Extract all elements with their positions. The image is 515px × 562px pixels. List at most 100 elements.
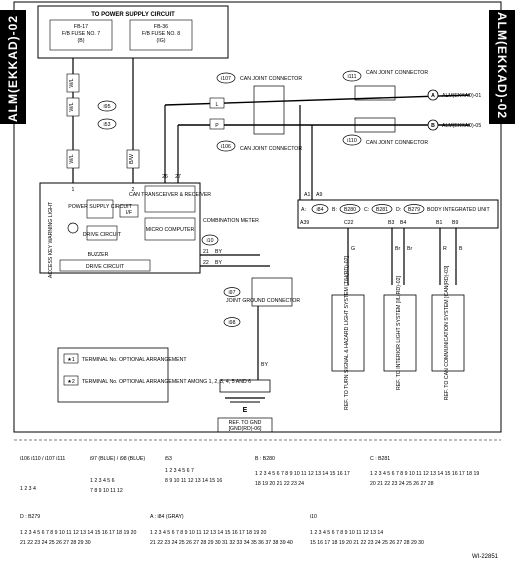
conn-i97: i97 [229,290,236,296]
ref-gnd-line1: REF. TO GND [229,420,262,426]
footer-connectors: i106 i110 / i107 i111 1 2 3 4 i97 (BLUE)… [20,456,479,546]
body-integrated-unit-box [297,199,499,229]
svg-text:B: B [431,123,435,129]
conn-b280: B280 [344,207,356,213]
conn-i110: i110 [347,138,357,144]
pin-26: 26 [162,174,168,180]
pin-22: 22 [203,260,209,266]
footer-title-1: i106 i110 / i107 i111 [20,456,65,462]
side-label-left: ALM(EKKAD)-02 [0,10,26,124]
ground-label: E [243,407,248,414]
wire-g: G [351,246,355,252]
footer-row-3-1: 1 2 3 4 5 6 7 [165,468,194,474]
footer-title-2: i97 (BLUE) / i98 (BLUE) [90,456,145,462]
fuse-a-line3: (B) [78,38,85,44]
wire-br-2: Br [407,246,412,252]
warning-light-icon [67,222,79,234]
footer-title-3: i53 [165,456,172,462]
wire-l-1: L [216,102,219,108]
can-joint-label-4: CAN JOINT CONNECTOR [366,140,428,146]
biu-label: BODY INTEGRATED UNIT [427,207,490,213]
wire-bw: B/W [129,154,135,164]
conn-i98: i98 [229,320,236,326]
footer-row-5-2: 20 21 22 23 24 25 26 27 28 [370,481,434,487]
footer-title-4: B : B280 [255,456,275,462]
footer-row-4-2: 18 19 20 21 22 23 24 [255,481,304,487]
footer-row-6-2: 21 22 23 24 25 26 27 28 29 30 [20,540,91,546]
legend-note-1: TERMINAL No. OPTIONAL ARRANGEMENT [82,357,187,363]
fuse-a-line1: FB-17 [74,24,88,30]
ref-turn-label: REF. TO TURN SIGNAL & HAZARD LIGHT SYSTE… [344,255,350,409]
fuse-b-line2: F/B FUSE NO. 8 [142,31,180,37]
conn-b281: B281 [376,207,388,213]
fuse-b-line1: FB-36 [154,24,168,30]
conn-i53: i53 [104,122,111,128]
conn-i107: i107 [221,76,231,82]
pin-27: 27 [175,174,181,180]
micro-computer-label: MICRO COMPUTER [146,227,195,233]
legend-note-2: TERMINAL No. OPTIONAL ARRANGEMENT AMONG … [82,379,251,385]
footer-row-3-2: 8 9 10 11 12 13 14 15 16 [165,478,222,484]
footer-title-8: i10 [310,514,317,520]
svg-text:B:: B: [332,207,337,213]
ref-interior-box [383,294,417,372]
side-label-right: ALM(EKKAD)-02 [489,10,515,124]
wire-br-1: Br [395,246,400,252]
wire-wl-1: W/L [69,78,75,87]
footer-row-5-1: 1 2 3 4 5 6 7 8 9 10 11 12 13 14 15 16 1… [370,471,479,477]
combination-meter-label: COMBINATION METER [203,218,259,224]
pin-1: 1 [72,187,75,193]
joint-ground-box [251,277,293,307]
pin-2: 2 [132,187,135,193]
svg-text:D:: D: [396,207,401,213]
ref-interior-label: REF. TO INTERIOR LIGHT SYSTEM [I/L(RD)-0… [396,276,402,390]
conn-i111: i111 [347,74,356,80]
footer-row-8-1: 1 2 3 4 5 6 7 8 9 10 11 12 13 14 [310,530,383,536]
fuse-b-line3: (IG) [157,38,166,44]
footer-row-7-1: 1 2 3 4 5 6 7 8 9 10 11 12 13 14 15 16 1… [150,530,267,536]
can-joint-label-3: CAN JOINT CONNECTOR [366,70,428,76]
ref-can-label: REF. TO CAN COMMUNICATION SYSTEM [CAN(RD… [444,265,450,400]
pin-b1: B1 [436,220,442,226]
figure-code: WI-22851 [472,554,499,560]
drive-circuit-lower: DRIVE CIRCUIT [86,264,125,270]
pin-b9: B9 [452,220,458,226]
can-joint-label-1: CAN JOINT CONNECTOR [240,76,302,82]
fuse-a-line2: F/B FUSE NO. 7 [62,31,100,37]
svg-text:C:: C: [364,207,369,213]
legend-box [57,347,169,403]
power-supply-title: TO POWER SUPPLY CIRCUIT [91,12,175,18]
footer-title-5: C : B281 [370,456,390,462]
conn-i106: i106 [221,144,231,150]
legend-tag-1: ★1 [67,357,75,363]
ref-gnd-line2: [GND(RD)-06] [229,426,262,432]
conn-b279: B279 [408,207,420,213]
ref-turn-box [331,294,365,372]
biu-a-prefix: A: [301,207,306,213]
footer-row-4-1: 1 2 3 4 5 6 7 8 9 10 11 12 13 14 15 16 1… [255,471,350,477]
joint-ground-label: JOINT GROUND CONNECTOR [226,298,300,304]
footer-row-7-2: 21 22 23 24 25 26 27 28 29 30 31 32 33 3… [150,540,293,546]
pin-b3: B3 [388,220,394,226]
pin-a39: A39 [300,220,309,226]
ref-can-box [431,294,465,372]
footer-row-2-1: 1 2 3 4 5 6 [90,478,115,484]
wire-wl-2: W/L [69,102,75,111]
wire-wl-3: W/L [69,154,75,163]
wire-p-1: P [215,123,219,129]
footer-row-1-1: 1 2 3 4 [20,486,36,492]
alm-a-label: ALM(EKKAD)-01 [442,93,481,99]
wire-by-1: BY [215,249,222,255]
wire-b: B [459,246,463,252]
legend-tag-2: ★2 [67,379,75,385]
wire-by-2: BY [215,260,222,266]
pin-b4: B4 [400,220,406,226]
footer-title-7: A : i84 (GRAY) [150,514,184,520]
buzzer-label: BUZZER [88,252,109,258]
footer-row-8-2: 15 16 17 18 19 20 21 22 23 24 25 26 27 2… [310,540,424,546]
pin-21: 21 [203,249,209,255]
footer-title-6: D : B279 [20,514,40,520]
access-key-label: ACCESS KEY WARNING LIGHT [48,201,54,278]
pin-c22: C22 [344,220,354,226]
